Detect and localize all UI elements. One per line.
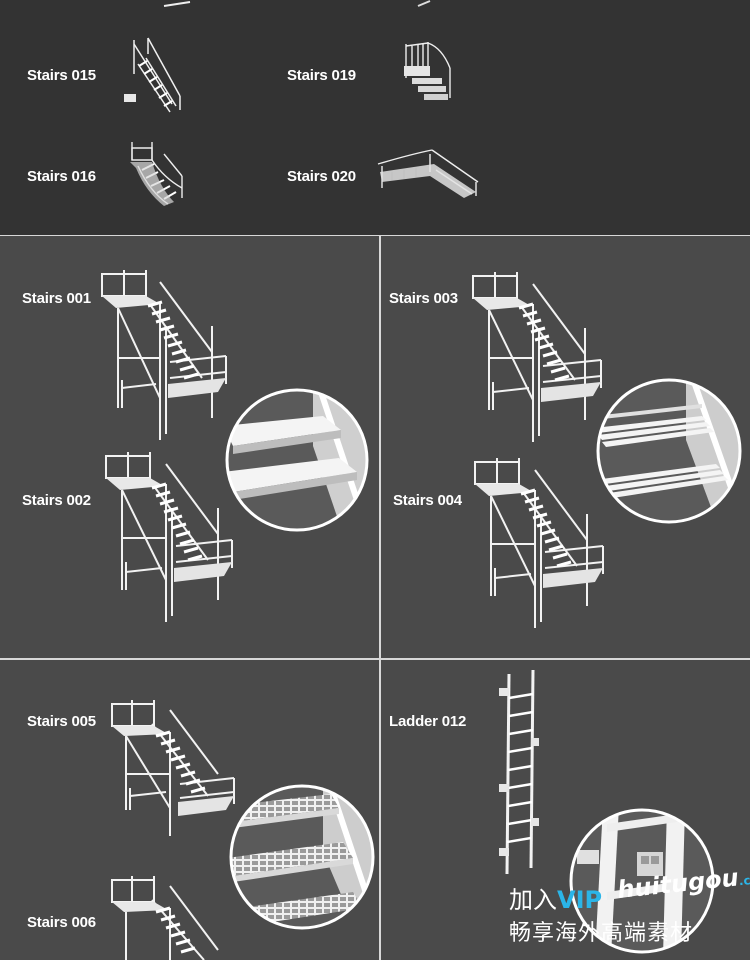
stairs-005-006-panel: Stairs 005 Stairs 006 bbox=[0, 660, 379, 960]
watermark-vip-text: VIP bbox=[557, 886, 603, 914]
stairs-015-label: Stairs 015 bbox=[27, 67, 96, 84]
stairs-001-002-panel: Stairs 001 Stairs 002 bbox=[0, 236, 379, 658]
horizontal-divider-bottom bbox=[0, 658, 750, 660]
stairs-002-label: Stairs 002 bbox=[22, 492, 91, 509]
ladder-012-label: Ladder 012 bbox=[389, 713, 467, 730]
stairs-004-model[interactable] bbox=[473, 456, 609, 632]
vertical-divider bbox=[379, 236, 381, 960]
stairs-019-thumbnail[interactable] bbox=[398, 38, 458, 104]
ladder-012-model[interactable] bbox=[493, 668, 543, 878]
stairs-003-004-panel: Stairs 003 Stairs 004 bbox=[381, 236, 750, 658]
stairs-002-model[interactable] bbox=[104, 450, 238, 626]
solid-tread-detail-zoom bbox=[223, 386, 371, 534]
stairs-004-label: Stairs 004 bbox=[393, 492, 462, 509]
ladder-detail-zoom bbox=[567, 806, 717, 956]
cropped-model-left bbox=[160, 0, 200, 8]
stairs-016-label: Stairs 016 bbox=[27, 168, 96, 185]
cropped-model-right bbox=[410, 0, 440, 8]
horizontal-divider-top bbox=[0, 235, 750, 236]
watermark-line-1: 加入VIP bbox=[509, 880, 602, 915]
stairs-020-thumbnail[interactable] bbox=[372, 142, 484, 202]
stairs-001-model[interactable] bbox=[100, 268, 235, 443]
stairs-005-model[interactable] bbox=[108, 698, 240, 840]
bar-tread-detail-zoom bbox=[594, 376, 744, 526]
stairs-006-model[interactable] bbox=[108, 874, 228, 960]
stairs-015-thumbnail[interactable] bbox=[118, 34, 186, 116]
stairs-003-model[interactable] bbox=[471, 270, 607, 446]
top-gallery-panel: Stairs 015 Stairs 016 Stairs 019 Stairs … bbox=[0, 0, 750, 235]
stairs-006-label: Stairs 006 bbox=[27, 914, 96, 931]
stairs-005-label: Stairs 005 bbox=[27, 713, 96, 730]
grating-tread-detail-zoom bbox=[227, 782, 377, 932]
stairs-001-label: Stairs 001 bbox=[22, 290, 91, 307]
stairs-019-label: Stairs 019 bbox=[287, 67, 356, 84]
stairs-020-label: Stairs 020 bbox=[287, 168, 356, 185]
stairs-003-label: Stairs 003 bbox=[389, 290, 458, 307]
watermark-join-text: 加入 bbox=[509, 886, 557, 914]
stairs-016-thumbnail[interactable] bbox=[124, 138, 188, 210]
ladder-012-panel: Ladder 012 bbox=[381, 660, 750, 960]
watermark-brand-suffix: .com bbox=[738, 870, 750, 889]
watermark-line-2: 畅享海外高端素材 bbox=[509, 921, 694, 946]
